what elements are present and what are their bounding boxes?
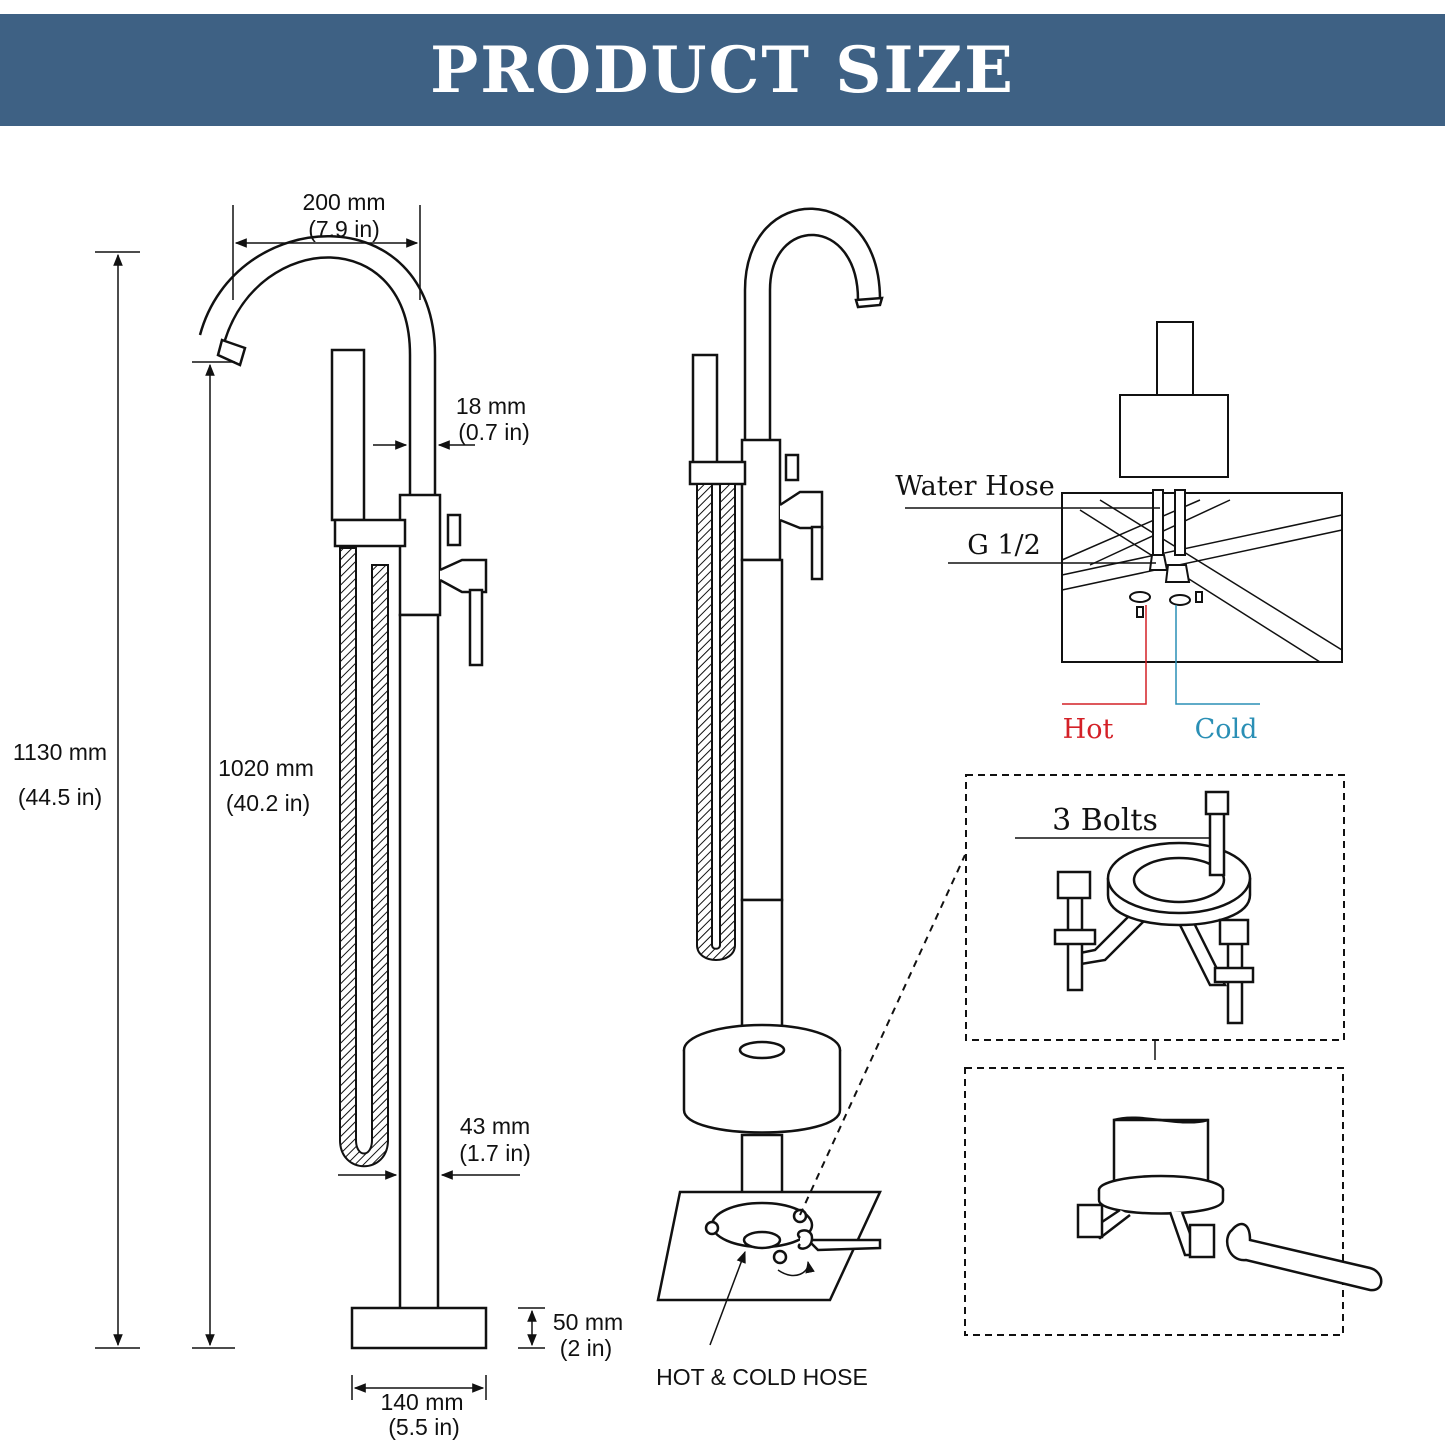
- install-wrench-drawing: [1076, 1116, 1383, 1292]
- base-height-mm: 50 mm: [553, 1309, 623, 1335]
- total-height-mm: 1130 mm: [13, 739, 107, 765]
- total-height-in: (44.5 in): [18, 784, 102, 810]
- spout-diameter-mm: 18 mm: [456, 393, 526, 419]
- cold-label: Cold: [1195, 714, 1258, 745]
- faucet-side-view: [198, 235, 488, 1350]
- base-height-in: (2 in): [560, 1335, 612, 1361]
- page-title: PRODUCT SIZE: [430, 32, 1015, 108]
- install-detail-box: [964, 1067, 1344, 1336]
- dimension-lines: [95, 205, 545, 1400]
- bolts-ring-drawing: [1053, 790, 1255, 1025]
- hose-pointer: [709, 1250, 746, 1346]
- spout-reach-mm: 200 mm: [302, 189, 385, 215]
- thread-label: G 1/2: [967, 530, 1041, 561]
- hose-label: HOT & COLD HOSE: [656, 1364, 868, 1390]
- spout-height-mm: 1020 mm: [218, 755, 314, 781]
- faucet-install-view: [656, 207, 884, 1302]
- hose-hatched: [339, 547, 389, 1168]
- spout-diameter-in: (0.7 in): [458, 419, 530, 445]
- spout-reach-in: (7.9 in): [308, 216, 380, 242]
- callout-line: [799, 854, 966, 1216]
- rotate-arrow: [777, 1260, 815, 1277]
- hot-label: Hot: [1063, 714, 1114, 745]
- spout-height-in: (40.2 in): [226, 790, 310, 816]
- water-hose-detail: [1061, 321, 1343, 663]
- base-width-in: (5.5 in): [388, 1414, 460, 1440]
- pipe-diameter-mm: 43 mm: [460, 1113, 530, 1139]
- water-hose-label: Water Hose: [895, 471, 1054, 502]
- base-width-mm: 140 mm: [380, 1389, 463, 1415]
- header-banner: PRODUCT SIZE: [0, 14, 1445, 126]
- bolts-label: 3 Bolts: [1052, 803, 1158, 838]
- install-hose-hatched: [696, 483, 736, 961]
- water-hose-leaders: [905, 507, 1260, 705]
- pipe-diameter-in: (1.7 in): [459, 1140, 531, 1166]
